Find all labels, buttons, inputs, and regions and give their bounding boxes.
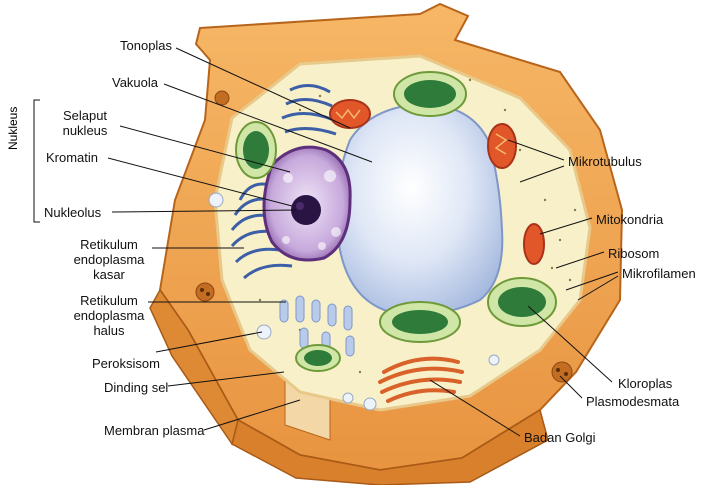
label-ribosom: Ribosom [608, 246, 660, 261]
label-peroksisom: Peroksisom [92, 356, 160, 371]
nukleus-group-label: Nukleus [6, 106, 20, 150]
nucleus [262, 145, 352, 262]
label-nukleolus: Nukleolus [44, 205, 102, 220]
label-mikrotubulus: Mikrotubulus [568, 154, 642, 169]
nukleus-bracket [33, 99, 40, 223]
mitochondria [329, 99, 545, 265]
leader-lines [107, 47, 619, 437]
label-mitokondria: Mitokondria [596, 212, 664, 227]
label-badan-golgi: Badan Golgi [524, 430, 596, 445]
label-rek-kasar: Retikulum endoplasma kasar [73, 237, 145, 282]
label-kromatin: Kromatin [46, 150, 99, 165]
golgi-apparatus [378, 356, 464, 403]
label-vakuola: Vakuola [112, 75, 159, 90]
label-selaput-nukleus: Selaput nukleus [62, 108, 108, 138]
label-rek-halus: Retikulum endoplasma halus [73, 293, 145, 338]
label-mikrofilamen: Mikrofilamen [622, 266, 696, 281]
chloroplasts [235, 71, 557, 372]
label-tonoplas: Tonoplas [120, 38, 173, 53]
label-membran-plasma: Membran plasma [104, 423, 205, 438]
central-vacuole [335, 102, 504, 316]
label-dinding-sel: Dinding sel [104, 380, 169, 395]
peroxisomes [208, 192, 500, 411]
label-kloroplas: Kloroplas [618, 376, 673, 391]
smooth-er [279, 295, 355, 357]
label-plasmodesmata: Plasmodesmata [586, 394, 680, 409]
